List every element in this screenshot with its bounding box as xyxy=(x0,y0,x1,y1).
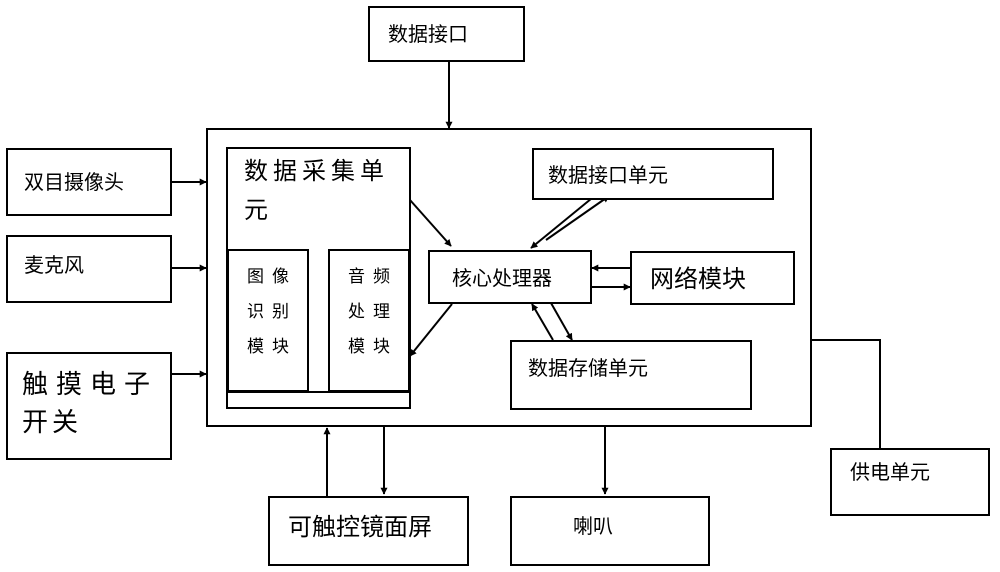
power-wire xyxy=(811,340,880,448)
speaker-label: 喇叭 xyxy=(573,516,613,536)
arrow-core-to-storage xyxy=(551,303,572,340)
power-unit-box: 供电单元 xyxy=(830,448,990,516)
audio-processing-module-box: 音频 处理 模块 xyxy=(328,249,410,392)
data-interface-unit-box: 数据接口单元 xyxy=(532,148,774,200)
binocular-camera-box: 双目摄像头 xyxy=(6,148,172,216)
power-unit-label: 供电单元 xyxy=(850,462,930,482)
data-interface-label: 数据接口 xyxy=(388,24,468,44)
audio-processing-label-3: 模块 xyxy=(348,339,398,356)
data-storage-unit-label: 数据存储单元 xyxy=(528,358,648,378)
image-recognition-label-3: 模块 xyxy=(247,339,297,356)
core-processor-label: 核心处理器 xyxy=(452,268,552,288)
touch-switch-box: 触摸电子 开关 xyxy=(6,352,172,460)
image-recognition-label-1: 图像 xyxy=(247,269,297,286)
network-module-label: 网络模块 xyxy=(650,267,746,291)
data-storage-unit-box: 数据存储单元 xyxy=(510,340,752,410)
data-interface-unit-label: 数据接口单元 xyxy=(548,165,668,185)
audio-processing-label-1: 音频 xyxy=(348,269,398,286)
image-recognition-module-box: 图像 识别 模块 xyxy=(227,249,309,392)
arrow-storage-to-core xyxy=(532,304,553,340)
audio-processing-label-2: 处理 xyxy=(348,304,398,321)
network-module-box: 网络模块 xyxy=(630,251,795,305)
touch-mirror-screen-label: 可触控镜面屏 xyxy=(288,515,432,539)
arrow-core-to-audio xyxy=(410,304,452,356)
binocular-camera-label: 双目摄像头 xyxy=(24,172,124,192)
speaker-box: 喇叭 xyxy=(510,496,710,566)
microphone-box: 麦克风 xyxy=(6,235,172,303)
touch-mirror-screen-box: 可触控镜面屏 xyxy=(268,496,469,566)
image-recognition-label-2: 识别 xyxy=(247,304,297,321)
data-acquisition-label-line2: 元 xyxy=(244,198,268,222)
arrow-interface-unit-to-core xyxy=(531,194,597,248)
touch-switch-label-line2: 开关 xyxy=(22,410,82,436)
touch-switch-label-line1: 触摸电子 xyxy=(22,372,158,398)
data-acquisition-label-line1: 数据采集单 xyxy=(244,159,389,183)
arrow-core-to-interface-unit xyxy=(546,196,609,240)
microphone-label: 麦克风 xyxy=(24,255,84,275)
arrow-acquisition-to-core xyxy=(410,200,451,246)
core-processor-box: 核心处理器 xyxy=(428,250,592,304)
data-interface-box: 数据接口 xyxy=(368,6,525,62)
